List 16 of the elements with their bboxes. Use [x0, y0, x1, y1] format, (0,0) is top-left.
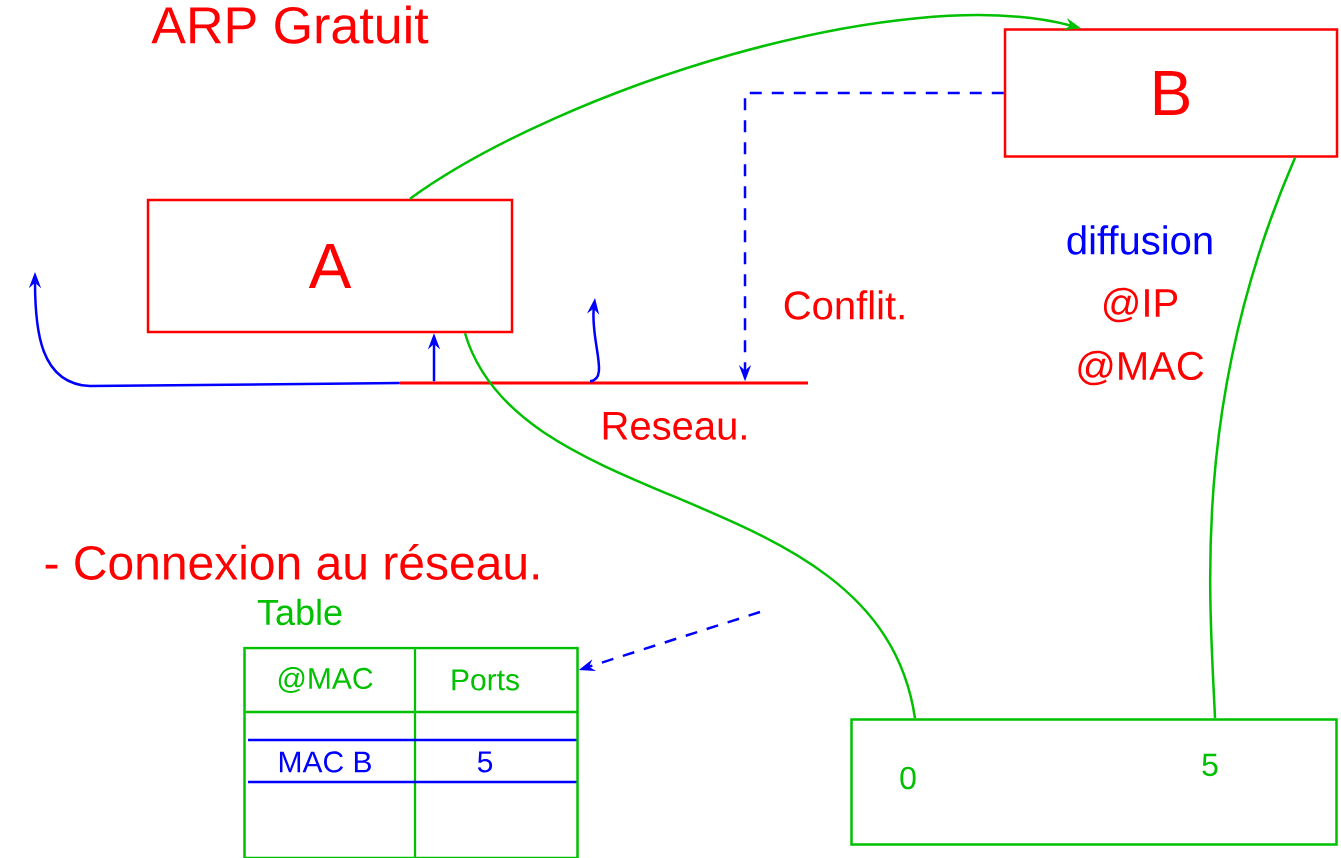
title: ARP Gratuit [151, 5, 429, 44]
network-label: Reseau. [603, 412, 746, 440]
table-cell: Ports [452, 669, 519, 691]
note-text: @IP [1103, 287, 1178, 323]
table-cell: 5 [477, 751, 493, 773]
note-text: diffusion [1067, 225, 1212, 255]
port-number: 0 [900, 766, 916, 790]
host-box: B [1003, 28, 1339, 158]
note-text: @MAC [1078, 350, 1204, 386]
host-box: A [146, 198, 514, 334]
port-number: 5 [1202, 753, 1218, 777]
table-cell: MAC B [279, 751, 371, 773]
table-cell: @MAC [278, 667, 373, 693]
table-heading: Table [257, 598, 342, 626]
heading-text: - Connexion au réseau. [45, 544, 538, 580]
edge-label: Conflit. [780, 288, 910, 322]
